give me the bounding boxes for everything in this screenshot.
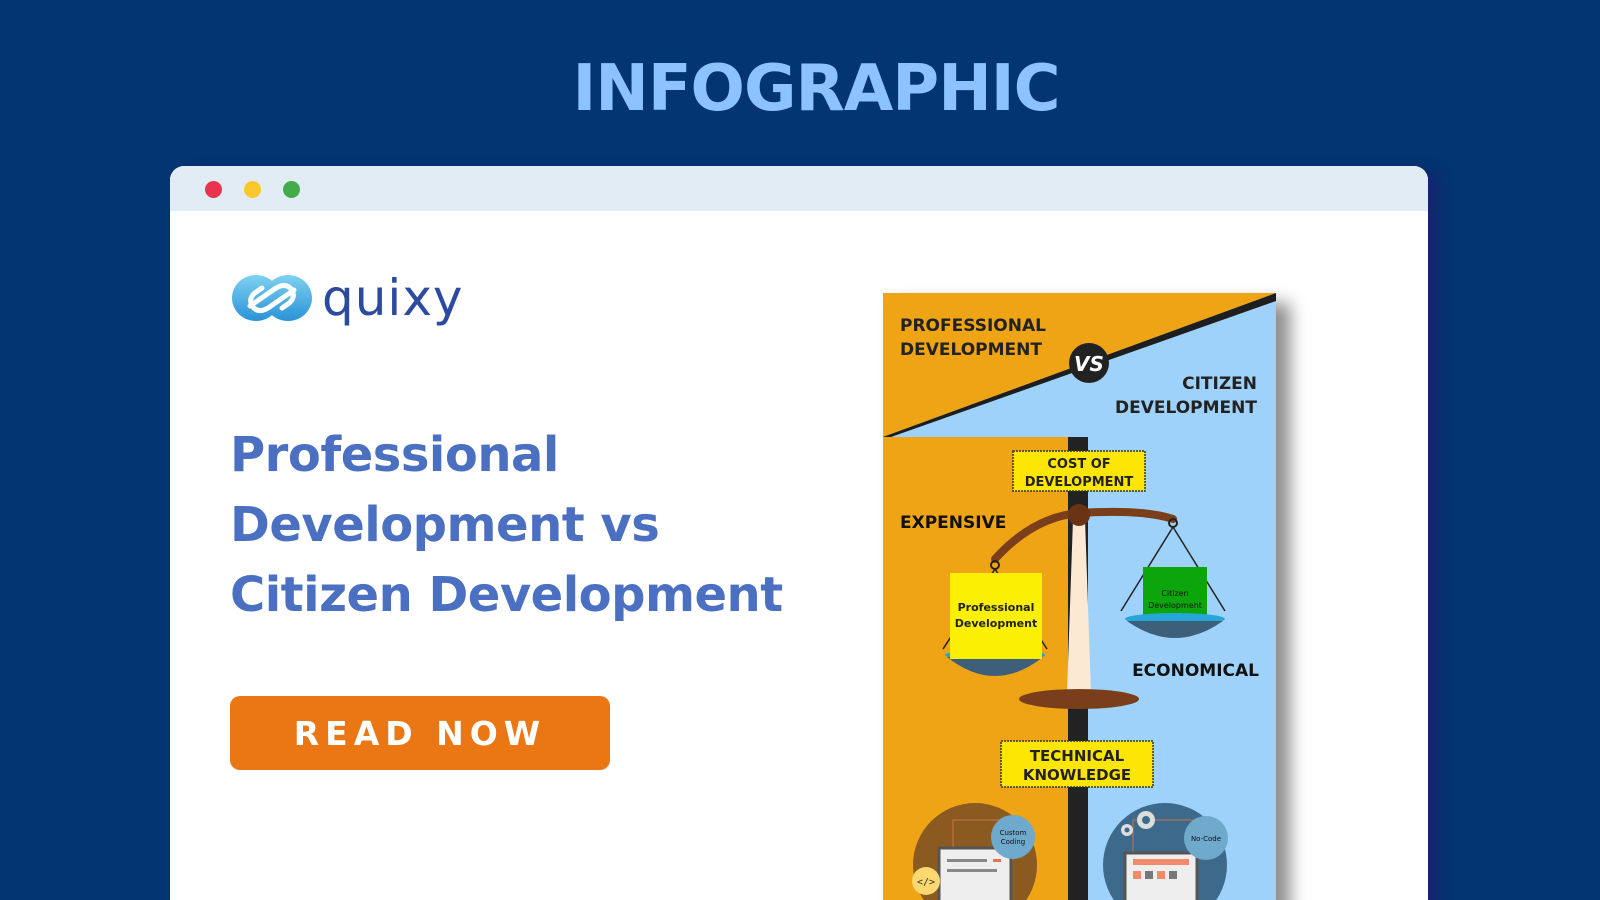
svg-text:COST OF: COST OF [1047,457,1110,472]
headline: Professional Development vs Citizen Deve… [230,420,830,630]
vs-badge [1069,343,1109,383]
svg-text:Custom: Custom [1000,829,1027,837]
svg-text:TECHNICAL: TECHNICAL [1030,747,1125,765]
headline-line-3: Citizen Development [230,567,783,623]
minimize-window-dot[interactable] [244,181,261,198]
infinity-loop-icon [232,275,312,321]
svg-text:DEVELOPMENT: DEVELOPMENT [1115,398,1257,418]
infographic-illustration: VS PROFESSIONAL DEVELOPMENT CITIZEN DEVE… [883,293,1276,900]
svg-text:</>: </> [917,877,935,888]
page-title: INFOGRAPHIC [572,52,1060,126]
svg-text:CITIZEN: CITIZEN [1182,374,1257,394]
headline-line-2: Development vs [230,497,660,553]
quixy-logo[interactable]: quixy [232,272,464,324]
svg-text:ECONOMICAL: ECONOMICAL [1132,661,1259,681]
svg-text:EXPENSIVE: EXPENSIVE [900,513,1006,533]
read-now-button[interactable]: READ NOW [230,696,610,770]
vs-text: VS [1074,352,1104,376]
maximize-window-dot[interactable] [283,181,300,198]
svg-text:Coding: Coding [1001,838,1025,846]
svg-text:Professional: Professional [958,601,1035,614]
browser-window: quixy Professional Development vs Citize… [170,166,1428,900]
svg-text:Development: Development [1148,601,1202,610]
svg-text:KNOWLEDGE: KNOWLEDGE [1023,766,1131,784]
logo-wordmark: quixy [322,269,464,327]
svg-text:Citizen: Citizen [1161,589,1188,598]
svg-text:DEVELOPMENT: DEVELOPMENT [900,340,1042,360]
window-titlebar [170,166,1428,211]
close-window-dot[interactable] [205,181,222,198]
svg-text:No-Code: No-Code [1191,835,1221,843]
svg-text:DEVELOPMENT: DEVELOPMENT [1025,475,1134,490]
svg-text:Development: Development [955,617,1037,630]
svg-text:PROFESSIONAL: PROFESSIONAL [900,316,1046,336]
infographic-preview[interactable]: VS PROFESSIONAL DEVELOPMENT CITIZEN DEVE… [883,293,1276,900]
headline-line-1: Professional [230,427,559,483]
